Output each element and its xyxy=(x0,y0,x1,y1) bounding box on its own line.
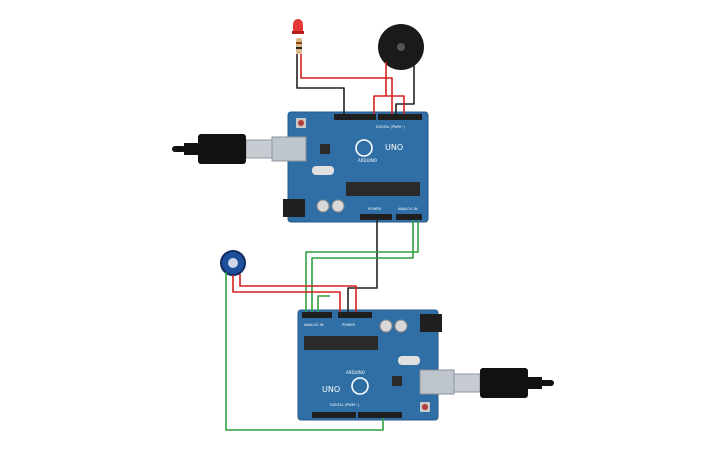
board-model: UNO xyxy=(385,143,403,152)
usb-chip xyxy=(392,376,402,386)
resistor-band xyxy=(296,47,302,49)
arduino-logo-icon xyxy=(351,377,369,395)
wire-black[interactable] xyxy=(296,54,345,114)
usb-cable-top[interactable] xyxy=(172,134,273,164)
crystal xyxy=(312,166,334,175)
capacitor xyxy=(394,319,408,333)
potentiometer-knob xyxy=(228,258,238,268)
reset-button-cap[interactable] xyxy=(298,120,304,126)
usb-port xyxy=(271,136,307,162)
digital-label: DIGITAL (PWM~) xyxy=(376,125,406,129)
usb-cable-wire xyxy=(172,146,186,152)
analog-label: ANALOG IN xyxy=(304,323,324,327)
wire-red[interactable] xyxy=(239,274,357,312)
led-base xyxy=(292,31,304,34)
usb-plug-body xyxy=(198,134,246,164)
capacitor xyxy=(379,319,393,333)
board-pcb xyxy=(287,111,429,223)
usb-cable-strain xyxy=(528,377,542,389)
power-jack xyxy=(420,314,442,332)
wire-black[interactable] xyxy=(395,62,415,114)
resistor-band xyxy=(296,42,302,44)
wire-red[interactable] xyxy=(232,275,341,312)
usb-cable-icon xyxy=(245,139,273,159)
usb-cable-bottom[interactable] xyxy=(453,368,554,398)
usb-cable-icon xyxy=(453,373,481,393)
crystal xyxy=(398,356,420,365)
led-component[interactable] xyxy=(292,19,304,54)
wire-red[interactable] xyxy=(373,62,387,114)
buzzer-hole xyxy=(397,43,405,51)
wire-red[interactable] xyxy=(386,95,405,114)
digital-header xyxy=(334,114,376,120)
usb-port xyxy=(419,369,455,395)
wire-black[interactable] xyxy=(347,220,378,312)
analog-label: ANALOG IN xyxy=(398,207,418,211)
power-label: POWER xyxy=(342,323,356,327)
wire-green[interactable] xyxy=(311,220,414,312)
digital-label: DIGITAL (PWM~) xyxy=(330,403,360,407)
capacitor xyxy=(331,199,345,213)
wire-green[interactable] xyxy=(225,272,384,431)
capacitor xyxy=(316,199,330,213)
resistor xyxy=(296,38,302,54)
board-logo: ARDUINO xyxy=(358,158,377,163)
wires xyxy=(225,54,419,431)
usb-cable-wire xyxy=(540,380,554,386)
power-header xyxy=(338,312,372,318)
reset-button-cap[interactable] xyxy=(422,404,428,410)
analog-header xyxy=(302,312,332,318)
power-jack xyxy=(283,199,305,217)
power-header xyxy=(360,214,392,220)
wire-green[interactable] xyxy=(305,220,419,312)
usb-chip xyxy=(320,144,330,154)
digital-header xyxy=(358,412,402,418)
led-icon xyxy=(293,19,303,32)
wire-green[interactable] xyxy=(317,295,330,312)
arduino-board-top[interactable]: ARDUINO UNO DIGITAL (PWM~) POWER ANALOG … xyxy=(271,111,429,223)
arduino-board-bottom[interactable]: ARDUINO UNO DIGITAL (PWM~) POWER ANALOG … xyxy=(297,309,455,421)
digital-header xyxy=(312,412,356,418)
usb-cable-strain xyxy=(184,143,198,155)
potentiometer-component[interactable] xyxy=(220,250,246,276)
board-logo: ARDUINO xyxy=(346,370,365,375)
wire-red[interactable] xyxy=(300,54,393,114)
board-model: UNO xyxy=(322,385,340,394)
analog-header xyxy=(396,214,422,220)
atmega-chip xyxy=(346,182,420,196)
digital-header xyxy=(378,114,422,120)
atmega-chip xyxy=(304,336,378,350)
usb-plug-body xyxy=(480,368,528,398)
buzzer-component[interactable] xyxy=(378,24,424,70)
power-label: POWER xyxy=(368,207,382,211)
arduino-logo-icon xyxy=(355,139,373,157)
